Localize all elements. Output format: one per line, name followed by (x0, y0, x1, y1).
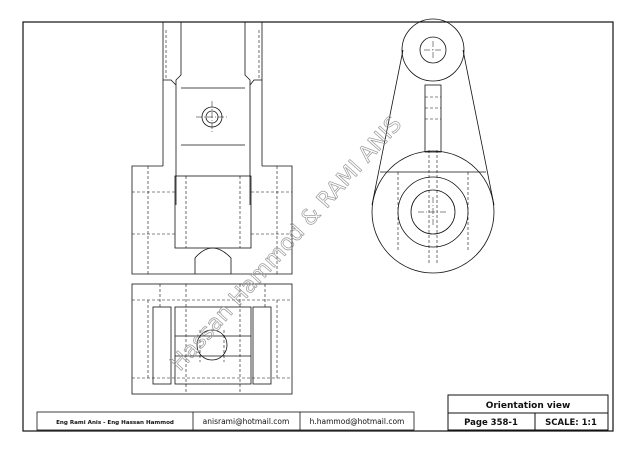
sheet-border (22, 21, 614, 432)
top-view-hidden-lines (132, 284, 292, 394)
watermark-text: Hassan Hammod & RAMI ANIS (166, 112, 407, 376)
title-text: Orientation view (486, 401, 571, 411)
side-view-hidden-lines (397, 96, 469, 265)
author-email-1: anisrami@hotmail.com (203, 417, 290, 426)
title-block: Orientation view Page 358-1 SCALE: 1:1 (447, 394, 609, 431)
front-view (131, 21, 293, 275)
scale-text: SCALE: 1:1 (545, 418, 597, 428)
top-view (131, 283, 293, 395)
author-block: Eng Rami Anis - Eng Hassan Hammod anisra… (36, 411, 415, 431)
side-view-centerlines (418, 41, 448, 227)
author-email-2: h.hammod@hotmail.com (310, 417, 405, 426)
front-view-centerlines (196, 101, 228, 133)
page-number: Page 358-1 (464, 418, 518, 428)
author-names: Eng Rami Anis - Eng Hassan Hammod (56, 420, 174, 426)
front-view-hidden-lines (132, 30, 292, 274)
